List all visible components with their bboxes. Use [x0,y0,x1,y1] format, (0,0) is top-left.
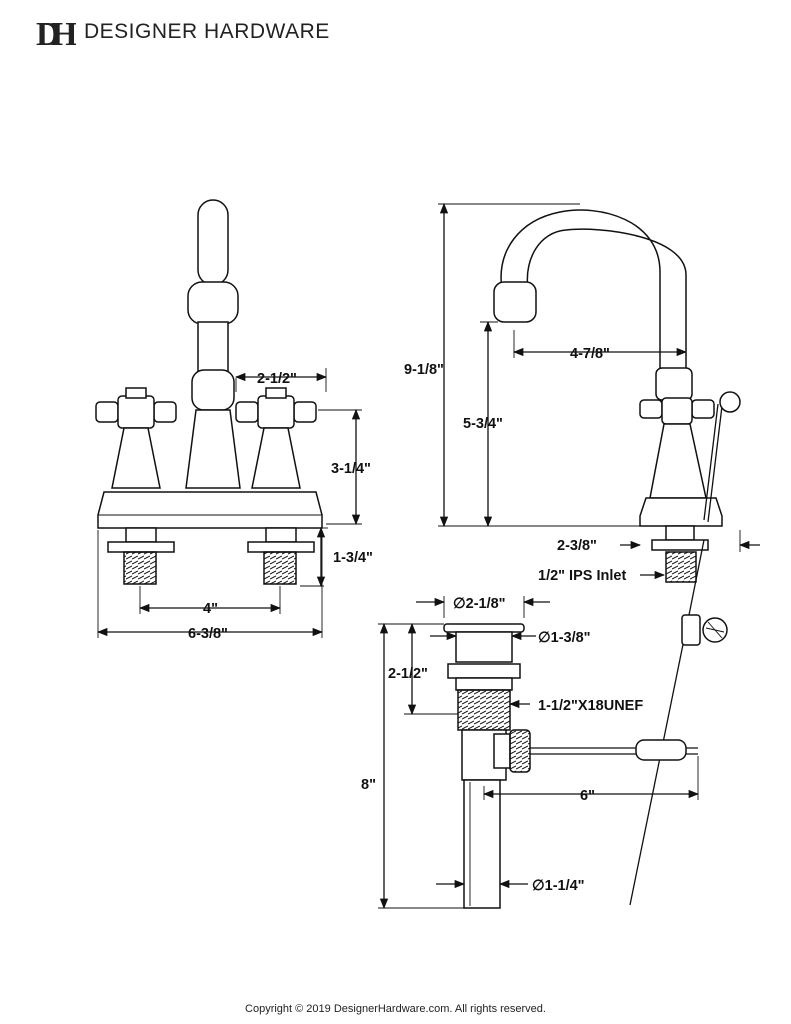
dim-drain-body-height: 2-1/2" [388,666,428,682]
svg-text:D: D [36,16,61,49]
svg-text:H: H [51,16,76,49]
dim-drain-tail-dia: ∅1-1/4" [532,878,585,894]
dim-spout-reach: 4-7/8" [570,346,610,362]
dim-drain-top-dia: ∅1-3/8" [538,630,591,646]
dim-drain-flange-dia: ∅2-1/8" [453,596,506,612]
dim-spout-to-handle: 2-1/2" [257,371,297,387]
dim-overall-height: 9-1/8" [404,362,444,378]
technical-drawing: 2-1/2" 3-1/4" 1-3/4" 4" 6-3/8" 9-1/8" 4-… [95,199,760,910]
drain-assembly [443,623,698,909]
faucet-side-view [493,209,741,906]
dim-base-depth: 2-3/8" [557,538,597,554]
dim-base-width: 6-3/8" [188,626,228,642]
brand-name: DESIGNER HARDWARE [84,20,330,43]
copyright-footer: Copyright © 2019 DesignerHardware.com. A… [245,1003,546,1015]
dim-shank-length: 1-3/4" [333,550,373,566]
dim-center-spread: 4" [203,601,218,617]
drain-dimensions [378,596,700,910]
dim-drain-tail-length: 8" [361,777,376,793]
dim-drain-rod-length: 6" [580,788,595,804]
dim-inlet: 1/2" IPS Inlet [538,568,626,584]
dh-logo-icon: D H [36,16,76,49]
header: D H DESIGNER HARDWARE [36,14,330,50]
front-dimensions [96,368,362,638]
faucet-front-view [95,199,323,585]
dim-drain-thread: 1-1/2"X18UNEF [538,698,643,714]
dim-handle-height: 3-1/4" [331,461,371,477]
side-dimensions [438,202,760,580]
dim-spout-clearance: 5-3/4" [463,416,503,432]
